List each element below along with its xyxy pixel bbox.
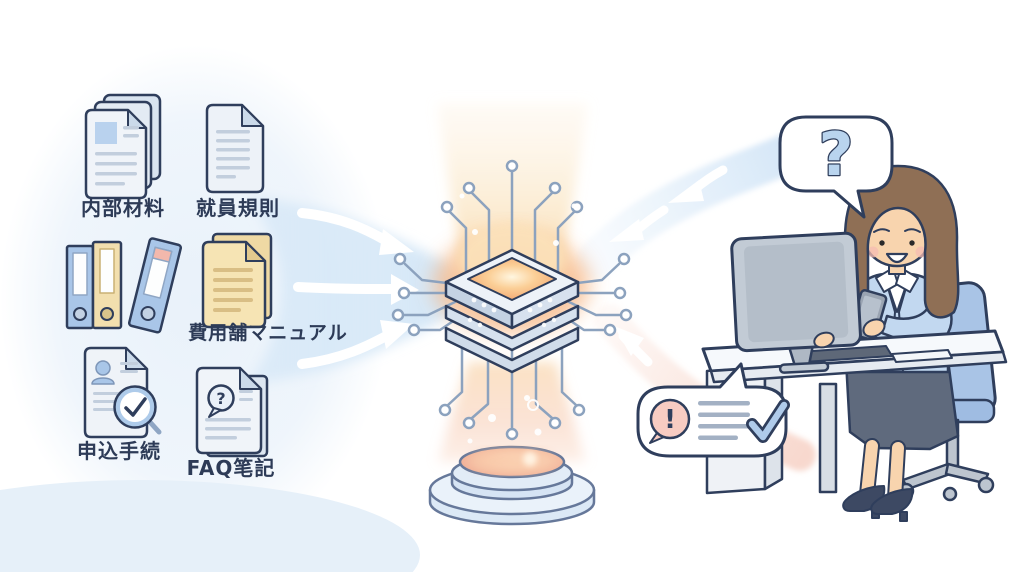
question-bubble-icon: ? — [778, 115, 894, 219]
monitor-icon — [730, 231, 862, 374]
input-stream — [248, 196, 450, 384]
doc-stack-internal — [84, 93, 162, 200]
desk-leg — [818, 382, 838, 494]
application-doc-icon — [83, 346, 162, 439]
question-stream — [577, 126, 826, 279]
label-application-procedure: 申込手続 — [77, 439, 161, 463]
question-badge-icon: ? — [207, 384, 235, 418]
image-placeholder-icon — [95, 122, 117, 144]
circuit-traces — [391, 159, 633, 441]
office-worker — [818, 164, 960, 522]
checkmark-icon — [746, 399, 790, 443]
question-arrow-1 — [668, 165, 728, 203]
binders-icon — [65, 237, 183, 334]
label-internal-docs: 内部材料 — [81, 196, 165, 220]
label-faq-notes: FAQ笔記 — [186, 456, 276, 480]
skirt — [844, 358, 960, 451]
faq-doc-icon: ? — [195, 366, 269, 458]
manual-docs-icon — [201, 232, 273, 329]
input-arrow-top — [297, 208, 414, 255]
person-icon — [91, 360, 115, 385]
notebook-icon — [891, 349, 953, 363]
exclamation-glyph: ! — [664, 405, 676, 435]
answer-bubble-icon: ! — [636, 362, 790, 458]
label-employee-rules: 就員規則 — [196, 196, 280, 220]
shoes — [842, 485, 914, 522]
input-arrow-bottom — [297, 320, 414, 369]
question-glyph: ? — [819, 120, 854, 190]
office-scene — [701, 164, 1008, 522]
answer-text-lines — [698, 401, 750, 440]
answer-arrow — [614, 326, 653, 367]
check-magnifier-icon — [113, 385, 162, 435]
ai-chip-icon — [444, 248, 580, 374]
right-hand — [813, 331, 835, 349]
exclamation-icon: ! — [649, 398, 691, 444]
question-arrow-2 — [609, 205, 669, 242]
legs — [859, 438, 906, 506]
left-hand — [862, 318, 886, 338]
faq-question-glyph: ? — [216, 389, 225, 408]
doc-employee-rules — [205, 103, 265, 194]
chip-glow-core — [467, 257, 557, 301]
sparkles — [459, 193, 577, 444]
ai-core — [391, 103, 633, 526]
label-cost-manual: 費用舗マニュアル — [188, 322, 348, 344]
